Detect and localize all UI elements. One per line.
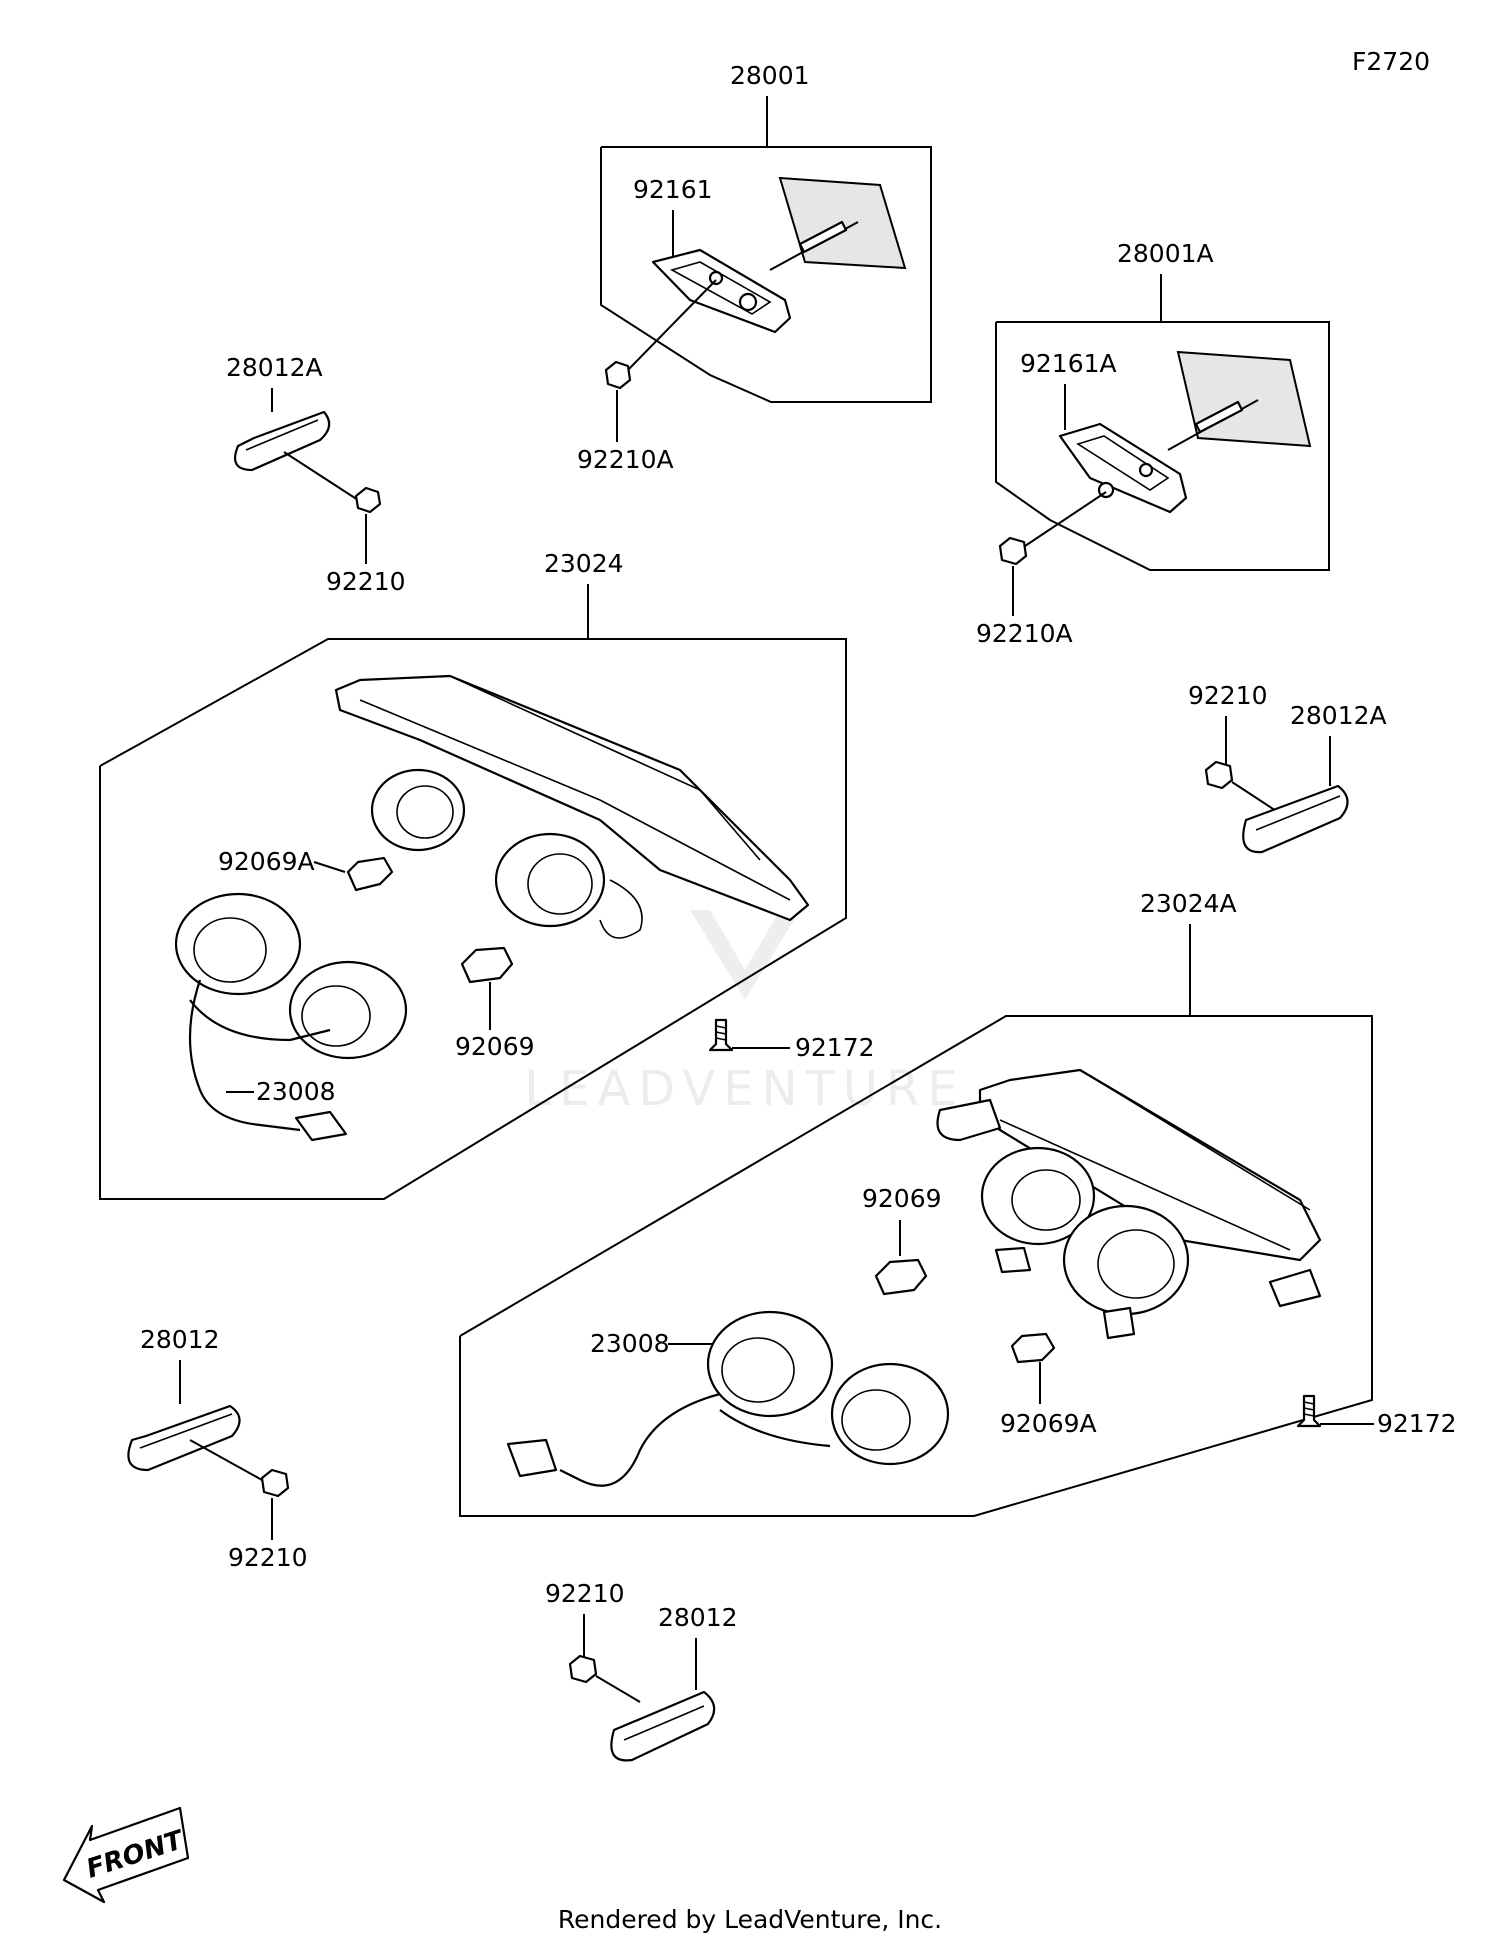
label-23008-right[interactable]: 23008	[590, 1329, 670, 1358]
bulb-92069-left[interactable]	[460, 946, 514, 984]
label-23024A[interactable]: 23024A	[1140, 889, 1237, 918]
screw-28001[interactable]	[798, 220, 848, 254]
mount-tab-23024A-left	[936, 1098, 1002, 1142]
socket-harness-23008-left-b[interactable]	[288, 960, 408, 1060]
bulb-92069A-left[interactable]	[346, 856, 394, 892]
socket-harness-23008-right-a[interactable]	[706, 1310, 834, 1418]
label-92161[interactable]: 92161	[633, 175, 713, 204]
part-23024A-group: 23024A 92069 92069A 23008	[459, 889, 1373, 1517]
label-28012-left[interactable]: 28012	[140, 1325, 220, 1354]
reflector-28012-left[interactable]	[127, 1404, 241, 1472]
connector-23008-right[interactable]	[506, 1438, 558, 1478]
lamp-socket-left-2	[494, 832, 606, 928]
label-92210-right[interactable]: 92210	[1188, 681, 1268, 710]
mount-tab-23024A-right	[1268, 1268, 1322, 1308]
part-92172-mid-group: 92172	[708, 1018, 875, 1062]
part-28001-group: 28001 92161 92210A	[577, 61, 932, 474]
label-92069A-right[interactable]: 92069A	[1000, 1409, 1097, 1438]
bulb-92069-right[interactable]	[874, 1258, 928, 1296]
nut-92210A-right[interactable]	[998, 536, 1028, 566]
front-arrow: FRONT	[62, 1806, 190, 1904]
reflector-28012A-left[interactable]	[234, 410, 331, 472]
nut-92210-left-top[interactable]	[354, 486, 382, 514]
nut-92210-right[interactable]	[1204, 760, 1234, 790]
screw-28001A[interactable]	[1194, 400, 1244, 434]
nut-92210-left-bottom[interactable]	[260, 1468, 290, 1498]
label-92069A-left[interactable]: 92069A	[218, 847, 315, 876]
reflector-housing-92161A[interactable]	[1058, 422, 1188, 514]
nut-92210-bottom[interactable]	[568, 1654, 598, 1684]
socket-harness-23008-left-a[interactable]	[174, 892, 302, 996]
diagram-code: F2720	[1352, 47, 1430, 76]
tail-light-housing-23024[interactable]	[334, 674, 810, 922]
screw-92172-right[interactable]	[1296, 1394, 1322, 1428]
reflector-28012A-right[interactable]	[1242, 784, 1349, 854]
label-92069-right[interactable]: 92069	[862, 1184, 942, 1213]
connector-23008-left[interactable]	[294, 1110, 348, 1142]
lamp-socket-right-1	[980, 1146, 1096, 1246]
label-92069-left[interactable]: 92069	[455, 1032, 535, 1061]
part-28012A-right-group: 92210 28012A	[1188, 681, 1387, 854]
footer-credit: Rendered by LeadVenture, Inc.	[558, 1905, 942, 1934]
lamp-socket-right-2	[1062, 1204, 1190, 1316]
label-92210A-right[interactable]: 92210A	[976, 619, 1073, 648]
label-92210A-top[interactable]: 92210A	[577, 445, 674, 474]
bulb-92069A-right[interactable]	[1010, 1332, 1056, 1364]
watermark: LEADVENTURE	[524, 910, 965, 1117]
label-92210-left-top[interactable]: 92210	[326, 567, 406, 596]
part-28012-left-group: 28012 92210	[127, 1325, 308, 1572]
reflector-28012-bottom[interactable]	[610, 1690, 716, 1762]
label-28001[interactable]: 28001	[730, 61, 810, 90]
socket-harness-23008-right-b[interactable]	[830, 1362, 950, 1466]
label-23008-left[interactable]: 23008	[256, 1077, 336, 1106]
part-28001A-group: 28001A 92161A 92210A	[976, 239, 1330, 648]
part-28012-bottom-group: 92210 28012	[545, 1579, 738, 1762]
nut-92210A-top[interactable]	[604, 360, 632, 390]
label-92161A[interactable]: 92161A	[1020, 349, 1117, 378]
part-28012A-left-group: 28012A 92210	[226, 353, 406, 596]
part-23024-group: 23024 92069A 92069 23008	[99, 549, 847, 1200]
label-28012A-right[interactable]: 28012A	[1290, 701, 1387, 730]
label-28012-bottom[interactable]: 28012	[658, 1603, 738, 1632]
label-92210-left-bottom[interactable]: 92210	[228, 1543, 308, 1572]
label-23024[interactable]: 23024	[544, 549, 624, 578]
label-28001A[interactable]: 28001A	[1117, 239, 1214, 268]
label-92172-right[interactable]: 92172	[1377, 1409, 1457, 1438]
reflector-plate-28001A[interactable]	[1176, 350, 1312, 448]
label-28012A-left[interactable]: 28012A	[226, 353, 323, 382]
watermark-text: LEADVENTURE	[524, 1061, 965, 1117]
reflector-housing-92161[interactable]	[651, 248, 792, 334]
label-92210-bottom[interactable]: 92210	[545, 1579, 625, 1608]
part-92172-right-group: 92172	[1296, 1394, 1457, 1438]
screw-92172-mid[interactable]	[708, 1018, 734, 1052]
label-92172-mid[interactable]: 92172	[795, 1033, 875, 1062]
